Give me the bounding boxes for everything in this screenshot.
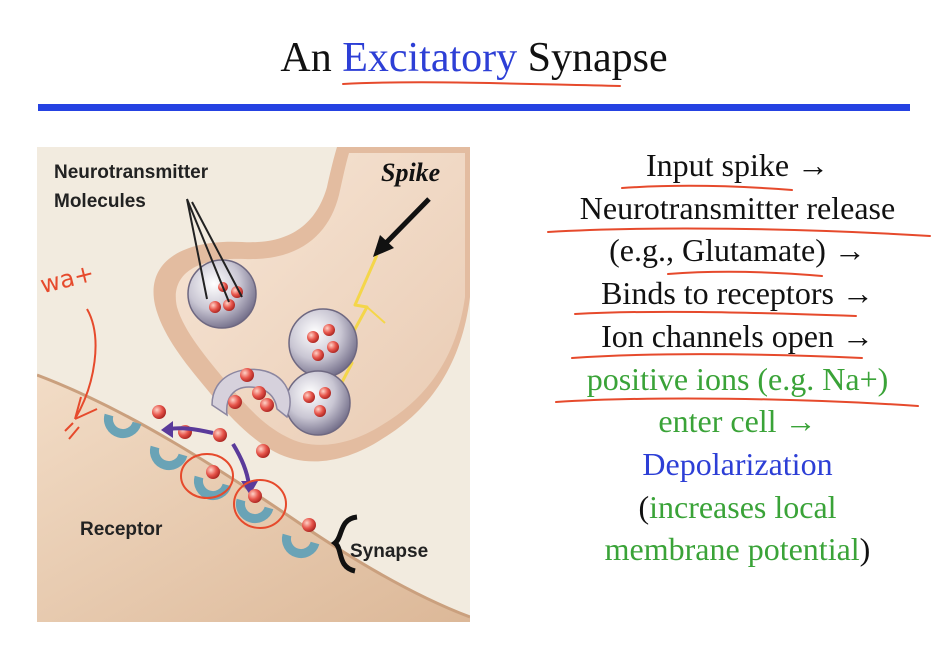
step-depolarization: Depolarization: [642, 445, 833, 482]
step-neurotransmitter-release: Neurotransmitter release: [579, 189, 896, 226]
step-positive-ions: positive ions (e.g. Na+): [586, 360, 889, 397]
step-membrane-potential: membrane potential): [530, 528, 945, 571]
step-enter-cell: enter cell →: [658, 403, 817, 440]
synapse-drawing: [37, 147, 470, 622]
neurotransmitter-molecules: [152, 368, 316, 532]
ink-annotations-figure: [64, 308, 287, 529]
title-divider: [38, 104, 910, 111]
title-highlight: Excitatory: [342, 35, 518, 81]
bound-neurotransmitter: [206, 465, 220, 479]
fusing-vesicle: [211, 368, 291, 419]
title-suffix: Synapse: [517, 35, 668, 81]
step-ion-channels: Ion channels open →: [601, 317, 874, 354]
vesicle: [285, 370, 351, 436]
spike-arrow: [380, 197, 431, 249]
paren-open: (: [638, 488, 650, 525]
spike-label: Spike: [381, 158, 441, 187]
vesicle: [187, 259, 257, 329]
neurotransmitter-label-line2: Molecules: [54, 191, 146, 212]
synapse-label: Synapse: [350, 541, 429, 562]
slide-title: An Excitatory Synapse: [0, 32, 948, 84]
paren-close: ): [859, 531, 871, 568]
title-prefix: An: [280, 35, 343, 81]
label-connector: [186, 198, 243, 303]
membrane-potential-text: membrane potential: [604, 531, 860, 568]
process-steps: Input spike → Neurotransmitter release (…: [530, 144, 945, 571]
diffusion-arrowhead: [161, 421, 173, 438]
neurotransmitter-label-line1: Neurotransmitter: [54, 162, 209, 183]
synapse-illustration: Neurotransmitter Molecules Spike Recepto…: [37, 147, 470, 622]
receptor-label: Receptor: [80, 519, 163, 540]
step-increases-local: (increases local: [530, 486, 945, 529]
synapse-bracket: [330, 514, 358, 574]
spike-arrowhead: [373, 235, 394, 257]
vesicle: [288, 308, 358, 378]
receptors: [103, 413, 320, 559]
step-binds-receptors: Binds to receptors →: [601, 275, 874, 312]
step-glutamate: (e.g., Glutamate) →: [609, 232, 866, 269]
increases-local-text: increases local: [649, 488, 837, 525]
step-input-spike: Input spike →: [645, 147, 830, 183]
bound-neurotransmitter: [248, 489, 262, 503]
postsynaptic-membrane: [37, 373, 470, 619]
